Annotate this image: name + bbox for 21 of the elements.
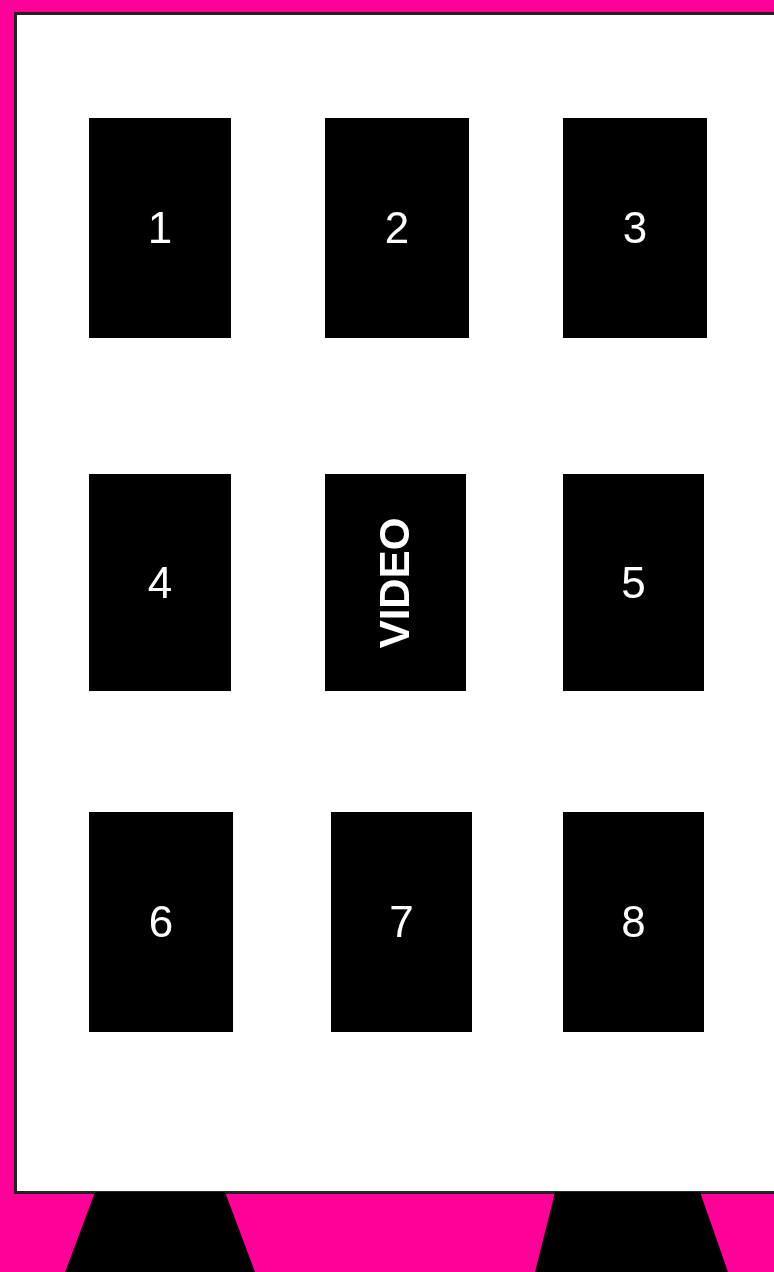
screen-panel — [563, 118, 707, 338]
board-leg — [535, 1192, 728, 1272]
screen-number: 4 — [147, 560, 173, 605]
screen-panel — [563, 812, 704, 1032]
board-leg — [65, 1192, 255, 1272]
screen-panel — [89, 812, 233, 1032]
screen-panel — [325, 118, 469, 338]
screen-panel — [563, 474, 704, 691]
screen-panel — [331, 812, 472, 1032]
screen-number: 2 — [384, 206, 410, 250]
screen-number: 6 — [148, 900, 174, 944]
screen-panel — [89, 118, 231, 338]
screen-number: 3 — [622, 206, 648, 250]
board-panel — [14, 12, 774, 1194]
video-label: VIDEO — [374, 517, 417, 648]
screen-number: 1 — [147, 206, 173, 250]
screen-number: 8 — [621, 900, 646, 944]
screen-number: 7 — [389, 900, 414, 944]
screen-panel — [325, 474, 466, 691]
screen-panel — [89, 474, 231, 691]
screen-number: 5 — [621, 560, 646, 605]
